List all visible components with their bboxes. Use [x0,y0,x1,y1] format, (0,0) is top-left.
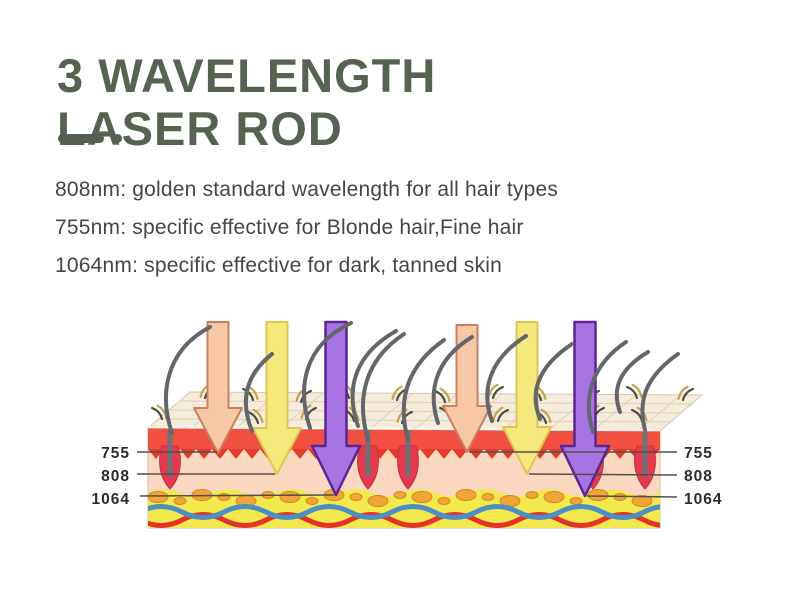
label-1064-right: 1064 [684,491,722,508]
hair-strand [431,335,474,425]
arrow-808-left [252,321,302,475]
label-1064-left: 1064 [92,491,130,508]
hair-strand [361,332,406,442]
title-line-1: 3 WAVELENGTH [57,49,437,103]
leader-808-right [528,473,678,476]
fat-blobs [148,489,653,507]
divider-dash [58,134,104,143]
title-divider [58,134,122,143]
title-line-2: LASER ROD [57,102,343,156]
blood-vessels [148,504,660,528]
arrow-755-right [442,324,492,453]
label-755-left: 755 [101,445,130,462]
depth-labels: 755 808 1064 755 808 1064 [92,445,722,508]
arrow-808-right [502,321,552,475]
blood-vessel-blue [148,504,660,520]
leader-1064-left [139,494,335,497]
feature-755: 755nm: specific effective for Blonde hai… [55,216,524,239]
label-755-right: 755 [684,445,713,462]
hair-strand [302,321,353,430]
leader-lines [137,451,678,498]
hair-strand [485,334,528,423]
hair-strand [243,352,274,433]
hair-strand [614,350,650,414]
hair-tuft [677,385,695,402]
hair-strand [586,340,628,434]
label-808-left: 808 [101,468,130,485]
arrow-755-left [193,321,243,454]
hair-strand [533,342,574,421]
arrow-1064-left [310,320,362,497]
page-title: 3 WAVELENGTH LASER ROD [57,49,436,155]
hair-tuft [625,383,643,400]
hair-tuft [246,408,264,425]
hair-strand [164,325,212,435]
feature-1064: 1064nm: specific effective for dark, tan… [55,254,502,277]
hair-strand [350,329,398,428]
skin-diagram: 755 808 1064 755 808 1064 [92,320,722,529]
hair-strands [164,321,680,442]
leader-1064-right [586,495,678,498]
hair-strand [640,352,680,432]
hair-strand [401,338,446,442]
feature-808: 808nm: golden standard wavelength for al… [55,178,559,201]
hair-tuft [492,406,510,423]
label-808-right: 808 [684,468,713,485]
hair-tuft [433,387,451,404]
divider-dot [113,134,122,143]
wavelength-feature-list: 808nm: golden standard wavelength for al… [55,176,558,290]
